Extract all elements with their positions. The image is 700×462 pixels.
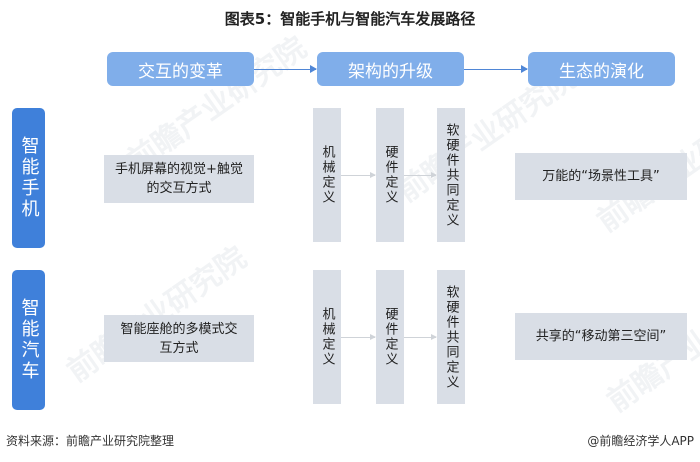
arrow-icon [404,172,437,178]
arrow-icon [254,65,317,73]
credit-note: @前瞻经济学人APP [587,434,694,448]
architecture-box: 软硬件共同定义 [437,270,465,404]
ecosystem-box: 万能的“场景性工具” [515,153,687,200]
diagram-title: 图表5：智能手机与智能汽车发展路径 [224,10,476,28]
arrow-icon [404,334,437,340]
watermark: 前瞻产业研究院 [56,234,253,390]
category-smartphone: 智能手机 [12,108,45,248]
stage-architecture: 架构的升级 [317,52,464,86]
arrow-icon [464,65,528,73]
architecture-box: 机械定义 [313,108,341,242]
interaction-box: 智能座舱的多模式交互方式 [104,315,254,362]
interaction-box: 手机屏幕的视觉+触觉的交互方式 [104,155,254,203]
architecture-box: 硬件定义 [376,108,404,242]
source-note: 资料来源：前瞻产业研究院整理 [6,434,175,448]
stage-ecosystem: 生态的演化 [528,52,675,86]
stage-interaction: 交互的变革 [107,52,254,86]
arrow-icon [341,334,376,340]
architecture-box: 机械定义 [313,270,341,404]
architecture-box: 软硬件共同定义 [437,108,465,242]
ecosystem-box: 共享的“移动第三空间” [515,313,687,360]
arrow-icon [341,172,376,178]
category-smart-car: 智能汽车 [12,270,45,410]
architecture-box: 硬件定义 [376,270,404,404]
